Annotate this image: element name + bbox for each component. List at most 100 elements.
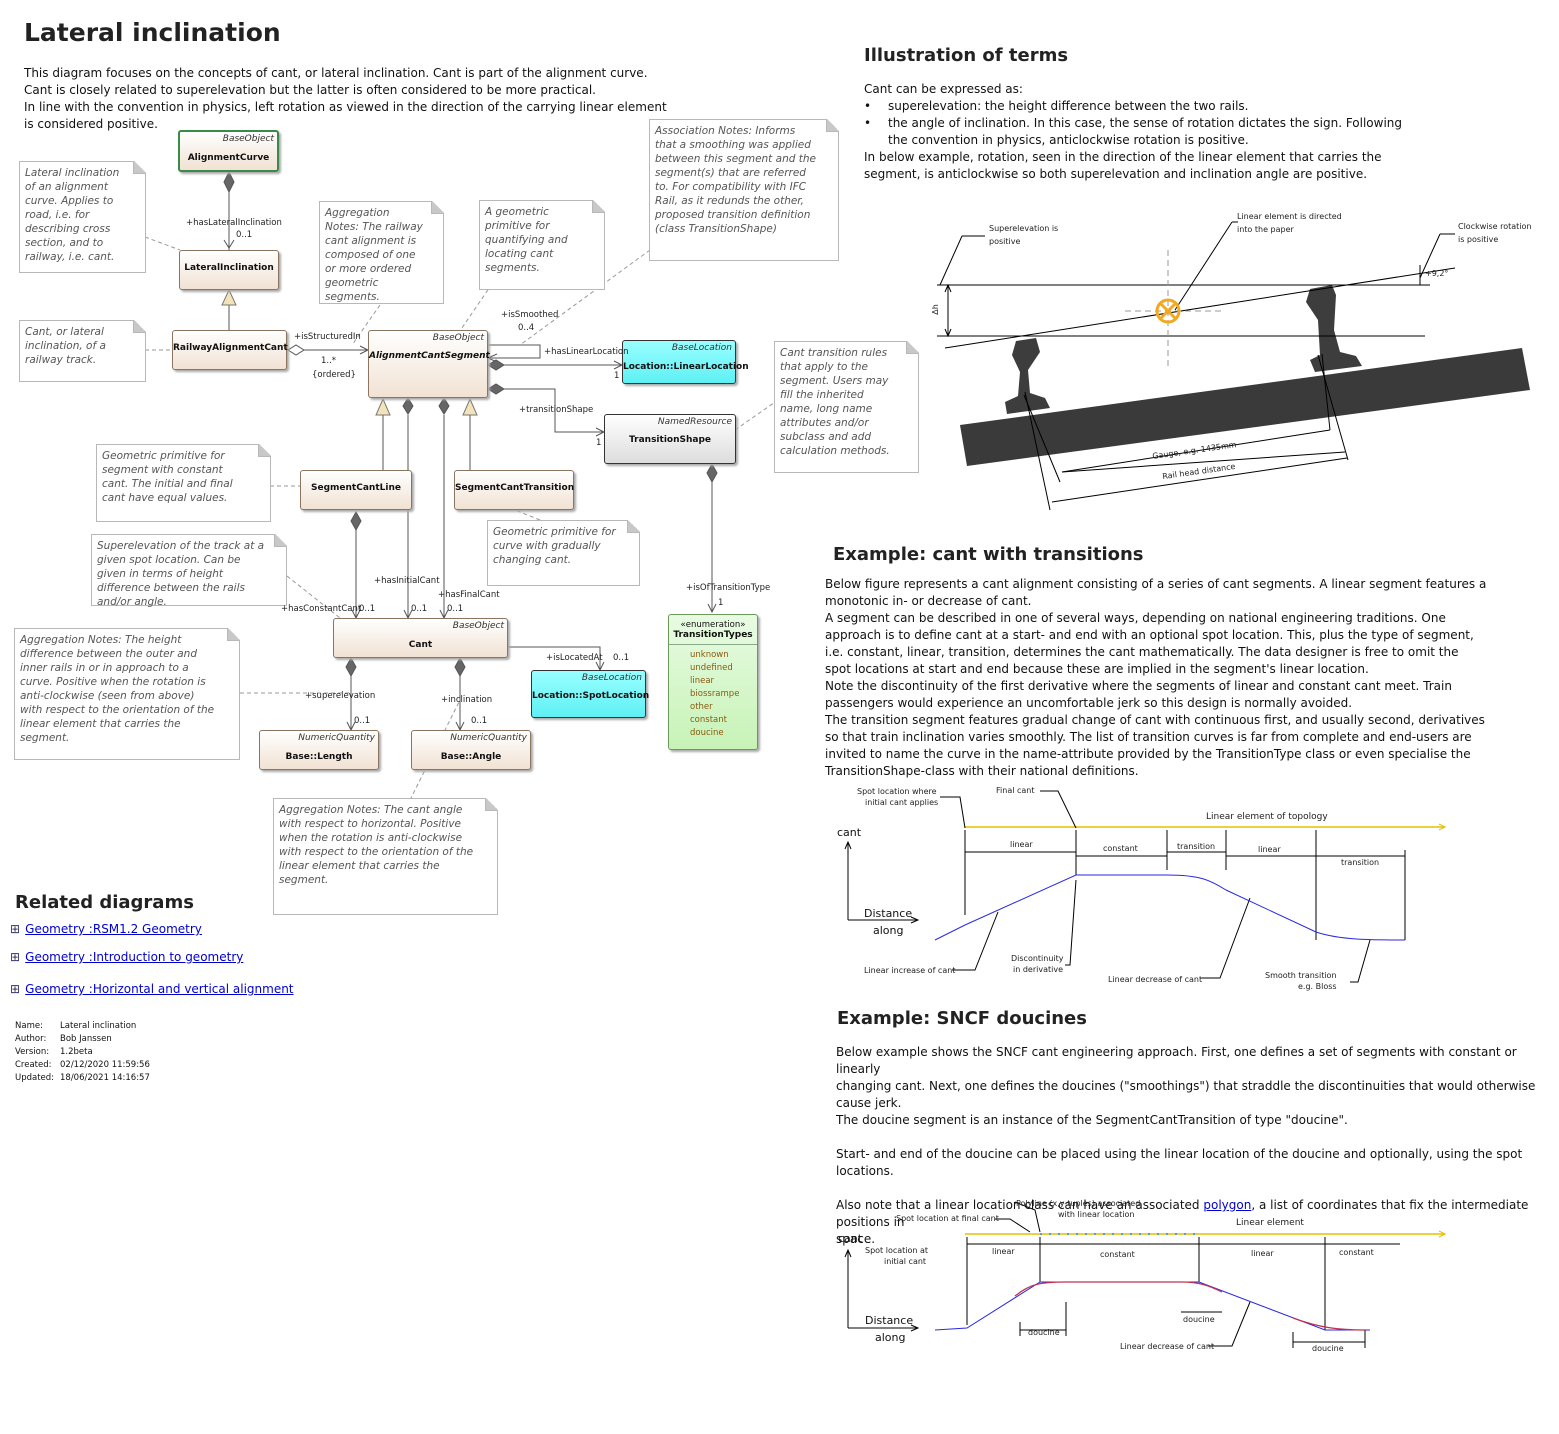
class-segment-cant-transition[interactable]: SegmentCantTransition (454, 470, 574, 510)
ex1-spot-2: initial cant applies (865, 798, 939, 807)
mult-final: 0..1 (447, 604, 464, 614)
note-constant-cant: Geometric primitive for segment with con… (96, 444, 271, 522)
role-superelevation: +superelevation (305, 691, 376, 701)
note-cant-lateral: Cant, or lateral inclination, of a railw… (19, 320, 146, 382)
ex1-transition-2: transition (1341, 858, 1380, 867)
label-clockwise-2: is positive (1458, 235, 1499, 244)
note-cant-rules: Cant transition rules that apply to the … (774, 341, 919, 473)
label-superelevation-1: Superelevation is (989, 224, 1059, 233)
mult-0-4: 0..4 (518, 323, 535, 333)
ex2-doucine-2: doucine (1183, 1315, 1215, 1324)
role-has-initial-cant: +hasInitialCant (374, 576, 440, 586)
ex1-smooth-2: e.g. Bloss (1298, 982, 1337, 991)
ex1-distance: Distance (864, 907, 913, 920)
class-railway-alignment-cant[interactable]: RailwayAlignmentCant (172, 330, 288, 370)
ex1-linear: linear (1010, 840, 1033, 849)
mult-1-trans: 1 (596, 438, 602, 448)
label-clockwise-1: Clockwise rotation (1458, 222, 1532, 231)
mult-1-linloc: 1 (614, 371, 620, 381)
class-lateral-inclination[interactable]: LateralInclination (179, 250, 279, 290)
ex2-spot-final: Spot location at final cant (896, 1214, 999, 1223)
ex1-disc-1: Discontinuity (1011, 954, 1064, 963)
role-has-final-cant: +hasFinalCant (438, 590, 500, 600)
diagram-icon: ⊞ (10, 950, 21, 964)
ex1-decrease: Linear decrease of cant (1108, 975, 1203, 984)
ex2-spot-init-2: initial cant (884, 1257, 927, 1266)
example-transitions-text: Below figure represents a cant alignment… (825, 577, 1487, 778)
related-link-3[interactable]: ⊞ Geometry :Horizontal and vertical alig… (10, 982, 294, 996)
related-link-2[interactable]: ⊞ Geometry :Introduction to geometry (10, 950, 244, 964)
note-agg-railway: Aggregation Notes: The railway cant alig… (319, 201, 444, 304)
example-transitions-heading: Example: cant with transitions (833, 544, 1144, 565)
ex1-linear-2: linear (1258, 845, 1281, 854)
role-inclination: +inclination (441, 695, 493, 705)
ex1-spot-1: Spot location where (857, 787, 937, 796)
ex1-constant: constant (1103, 844, 1138, 853)
ex1-along: along (873, 924, 904, 937)
ex2-linear-element: Linear element (1236, 1218, 1304, 1228)
ex2-polyline-1: Polyline (x,y-tuples) associated (1016, 1199, 1141, 1208)
related-heading: Related diagrams (15, 892, 194, 913)
mult-1-n: 1..* (321, 356, 337, 366)
mult-1-enum: 1 (718, 598, 724, 608)
role-has-lateral: +hasLateralInclination (186, 218, 282, 228)
role-is-of-transition-type: +isOfTransitionType (686, 583, 771, 593)
ordered-label: {ordered} (312, 370, 356, 380)
role-is-smoothed: +isSmoothed (501, 310, 559, 320)
mult-0-1: 0..1 (236, 230, 253, 240)
ex2-polyline-2: with linear location (1058, 1210, 1135, 1219)
label-superelevation-2: positive (989, 237, 1021, 246)
page-title: Lateral inclination (24, 18, 281, 47)
ex2-linear-2: linear (1251, 1249, 1274, 1258)
note-association: Association Notes: Informs that a smooth… (649, 119, 839, 261)
role-transition-shape: +transitionShape (519, 405, 594, 415)
note-superelevation: Superelevation of the track at a given s… (91, 534, 287, 608)
class-segment-cant-line[interactable]: SegmentCantLine (300, 470, 412, 510)
label-linear-1: Linear element is directed (1237, 212, 1342, 221)
note-lateral-inclination: Lateral inclination of an alignment curv… (19, 161, 146, 273)
note-agg-height: Aggregation Notes: The height difference… (14, 628, 240, 760)
mult-const: 0..1 (359, 604, 376, 614)
ex2-constant: constant (1100, 1250, 1135, 1259)
ex2-doucine-1: doucine (1028, 1328, 1060, 1337)
polygon-link[interactable]: polygon (1203, 1198, 1252, 1212)
mult-length: 0..1 (354, 716, 371, 726)
ex1-final-cant: Final cant (996, 786, 1035, 795)
ex1-cant-axis: cant (837, 826, 862, 839)
role-has-linear-location: +hasLinearLocation (544, 347, 629, 357)
illustration-heading: Illustration of terms (864, 45, 1069, 66)
role-is-structured-in: +isStructuredIn (294, 332, 361, 342)
ex2-along: along (875, 1331, 906, 1344)
related-link-1[interactable]: ⊞ Geometry :RSM1.2 Geometry (10, 922, 202, 936)
metadata-keys: Name:Author:Version:Created:Updated: (15, 1021, 55, 1083)
role-has-constant-cant: +hasConstantCant (281, 604, 362, 614)
ex2-spot-init-1: Spot location at (865, 1246, 929, 1255)
ex1-increase: Linear increase of cant (864, 966, 956, 975)
role-is-located-at: +isLocatedAt (546, 653, 603, 663)
note-agg-angle: Aggregation Notes: The cant angle with r… (273, 798, 498, 915)
note-geometric-primitive: A geometric primitive for quantifying an… (479, 200, 605, 290)
ex2-cant-axis: cant (838, 1232, 863, 1245)
intro-text: This diagram focuses on the concepts of … (24, 66, 667, 131)
ex2-linear: linear (992, 1247, 1015, 1256)
diagram-icon: ⊞ (10, 922, 21, 936)
ex2-decrease: Linear decrease of cant (1120, 1342, 1215, 1351)
illustration-text: Cant can be expressed as: •superelevatio… (864, 82, 1403, 181)
angle-label: +9,2° (1425, 269, 1449, 278)
mult-spot: 0..1 (613, 653, 630, 663)
mult-init: 0..1 (411, 604, 428, 614)
